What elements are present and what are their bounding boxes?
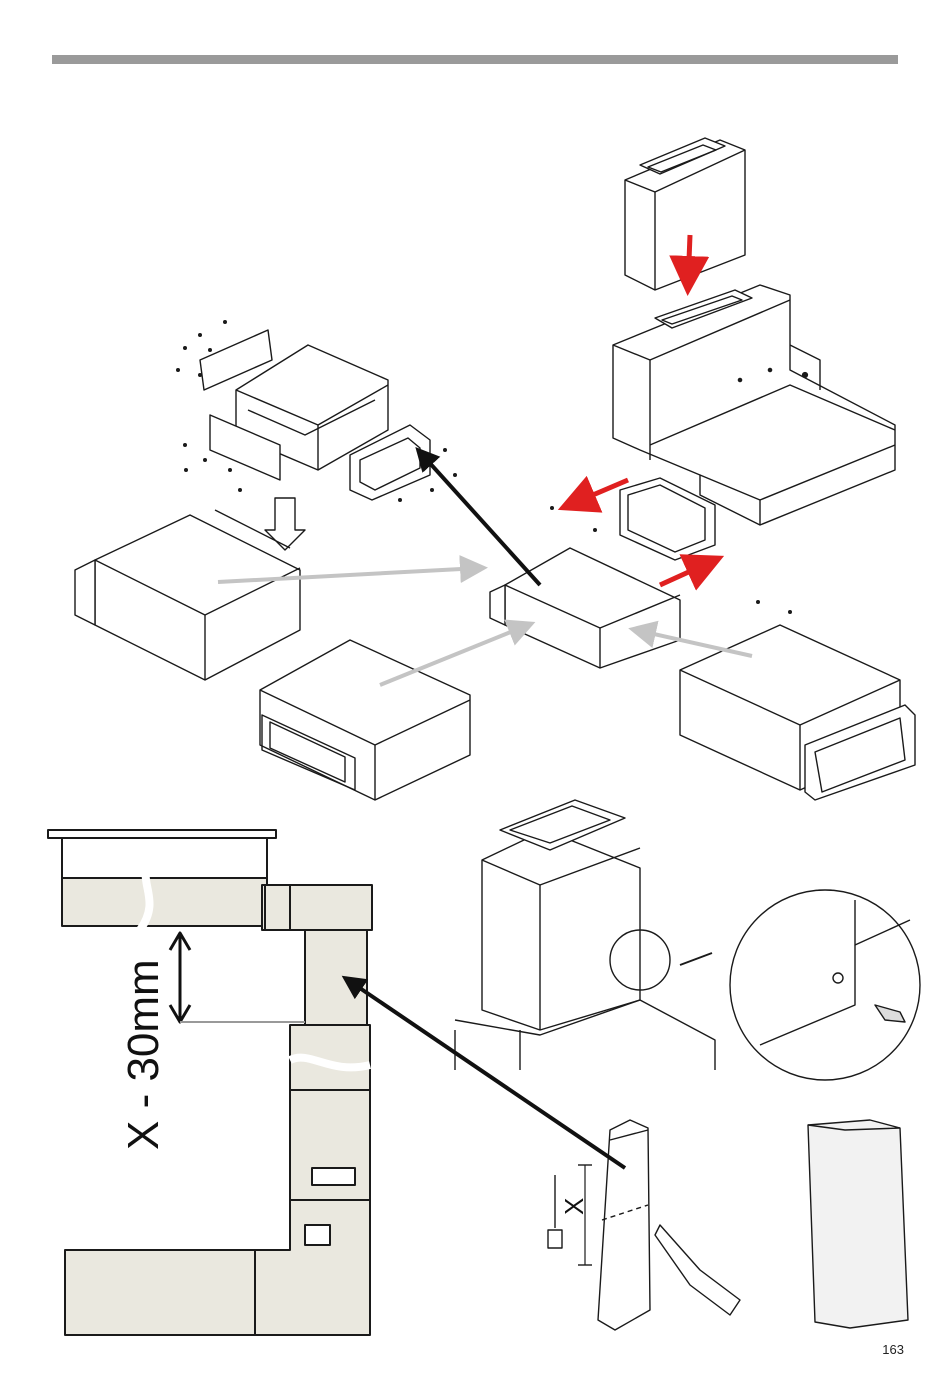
- page-number: 163: [882, 1342, 904, 1357]
- down-arrow-icon: [265, 498, 305, 550]
- duct-panel-right: [808, 1120, 908, 1328]
- dimension-label: X - 30mm: [119, 959, 168, 1150]
- saw-icon: [655, 1225, 740, 1315]
- unit-bottom-right: [680, 625, 915, 800]
- measure-label: X: [559, 1198, 589, 1215]
- exploded-box: [200, 330, 430, 500]
- unit-bottom-center: [260, 640, 470, 800]
- detail-zoom: [730, 890, 920, 1080]
- unit-center: [490, 548, 680, 668]
- duct-top-piece: [625, 138, 745, 290]
- column-center: [455, 800, 715, 1070]
- dimension-arrow: [170, 933, 305, 1022]
- unit-left: [75, 510, 300, 680]
- duct-cut: [548, 1120, 740, 1330]
- section-drawing: [48, 830, 372, 1335]
